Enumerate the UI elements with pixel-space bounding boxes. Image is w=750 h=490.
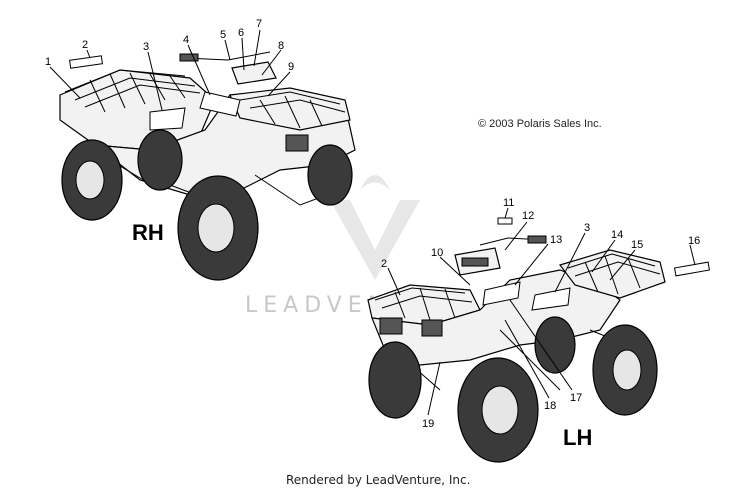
atv-right-hand-view bbox=[59, 51, 356, 281]
callout-lh-12: 12 bbox=[522, 210, 534, 222]
callout-rh-5: 5 bbox=[220, 29, 226, 41]
callout-lh-18: 18 bbox=[544, 400, 556, 412]
callout-lh-2: 2 bbox=[381, 258, 387, 270]
view-label-lh: LH bbox=[563, 425, 592, 450]
copyright-text: © 2003 Polaris Sales Inc. bbox=[478, 118, 602, 130]
lh-leader-lines bbox=[387, 207, 696, 416]
callout-lh-11: 11 bbox=[503, 197, 514, 209]
callout-lh-10: 10 bbox=[431, 247, 443, 259]
callout-rh-3: 3 bbox=[143, 41, 149, 53]
callout-lh-19: 19 bbox=[422, 418, 434, 430]
callout-lh-16: 16 bbox=[688, 235, 700, 247]
callout-lh-13: 13 bbox=[550, 234, 562, 246]
callout-rh-9: 9 bbox=[288, 61, 294, 73]
footer-credit: Rendered by LeadVenture, Inc. bbox=[286, 473, 470, 487]
callout-rh-7: 7 bbox=[256, 18, 262, 30]
callout-lh-15: 15 bbox=[631, 239, 643, 251]
watermark-logo bbox=[330, 175, 420, 280]
view-label-rh: RH bbox=[132, 220, 164, 245]
callout-lh-17: 17 bbox=[570, 392, 582, 404]
rh-leader-lines bbox=[49, 29, 291, 111]
callout-rh-6: 6 bbox=[238, 27, 244, 39]
callout-rh-2: 2 bbox=[82, 39, 88, 51]
callout-rh-8: 8 bbox=[278, 40, 284, 52]
callout-lh-14: 14 bbox=[611, 229, 623, 241]
atv-left-hand-view bbox=[367, 217, 711, 463]
callout-lh-3: 3 bbox=[584, 222, 590, 234]
callout-rh-4: 4 bbox=[183, 34, 189, 46]
callout-rh-1: 1 bbox=[45, 56, 51, 68]
